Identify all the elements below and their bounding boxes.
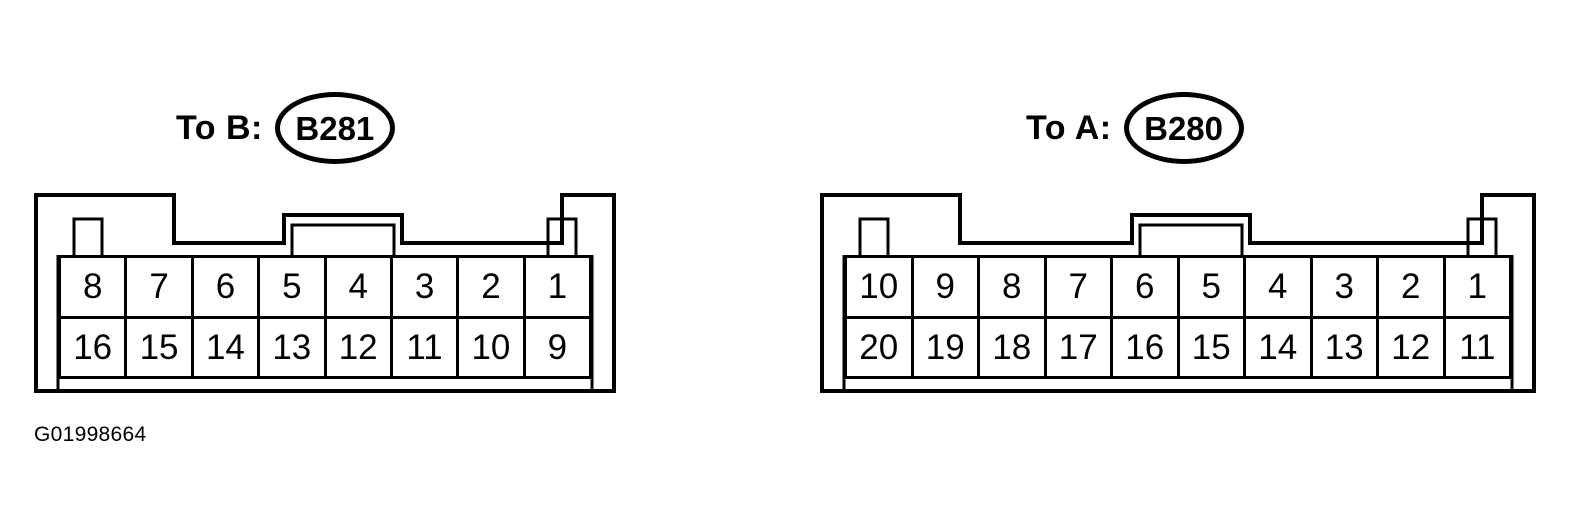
connector-b-oval-label: B281: [295, 109, 375, 147]
pin-cell: 3: [392, 258, 460, 319]
pin-cell: 10: [459, 318, 526, 379]
connector-a-header-prefix: To A:: [1026, 108, 1112, 147]
pin-cell: 4: [326, 258, 393, 319]
pin-cell: 4: [1246, 258, 1313, 319]
pin-cell: 5: [260, 258, 327, 319]
connector-a-oval: B280: [1123, 92, 1244, 164]
connector-b-pin-grid: 8 7 6 5 4 3 2 1 16 15 14 13 12 11 10 9: [58, 255, 592, 379]
pin-cell: 14: [1246, 318, 1313, 379]
pin-cell: 13: [260, 318, 327, 379]
pin-cell: 19: [913, 318, 980, 379]
pin-cell: 15: [127, 318, 194, 379]
pin-cell: 9: [913, 258, 980, 319]
pin-cell: 2: [1379, 258, 1446, 319]
pin-cell: 8: [61, 258, 128, 319]
pin-cell: 18: [980, 318, 1047, 379]
connector-b-oval: B281: [274, 92, 395, 164]
pin-cell: 7: [127, 258, 194, 319]
pin-cell: 14: [193, 318, 261, 379]
pin-cell: 5: [1179, 258, 1246, 319]
pin-cell: 11: [392, 318, 460, 379]
pin-cell: 12: [1379, 318, 1446, 379]
pin-cell: 20: [847, 318, 914, 379]
pin-cell: 1: [1445, 258, 1512, 319]
pin-cell: 13: [1312, 318, 1379, 379]
pin-cell: 11: [1445, 318, 1512, 379]
pin-cell: 6: [193, 258, 261, 319]
connector-b-header: To B: B281: [176, 92, 395, 164]
figure-caption: G01998664: [34, 423, 147, 446]
pin-cell: 2: [459, 258, 526, 319]
pin-cell: 3: [1312, 258, 1379, 319]
pin-cell: 6: [1113, 258, 1180, 319]
connector-b-header-prefix: To B:: [176, 108, 263, 147]
pin-cell: 16: [61, 318, 128, 379]
connector-b-drawing: 8 7 6 5 4 3 2 1 16 15 14 13 12 11 10 9: [34, 193, 616, 393]
pin-cell: 7: [1046, 258, 1113, 319]
pin-cell: 8: [980, 258, 1047, 319]
pin-cell: 17: [1046, 318, 1113, 379]
connector-a-oval-label: B280: [1144, 109, 1224, 147]
pin-cell: 1: [525, 258, 592, 319]
connector-a-drawing: 10 9 8 7 6 5 4 3 2 1 20 19 18 17 16 15 1…: [820, 193, 1536, 393]
pin-cell: 9: [525, 318, 592, 379]
pin-cell: 16: [1113, 318, 1180, 379]
pin-cell: 10: [847, 258, 914, 319]
connector-a-pin-grid: 10 9 8 7 6 5 4 3 2 1 20 19 18 17 16 15 1…: [844, 255, 1512, 379]
pin-cell: 15: [1179, 318, 1246, 379]
connector-a-header: To A: B280: [1026, 92, 1244, 164]
pin-cell: 12: [326, 318, 393, 379]
